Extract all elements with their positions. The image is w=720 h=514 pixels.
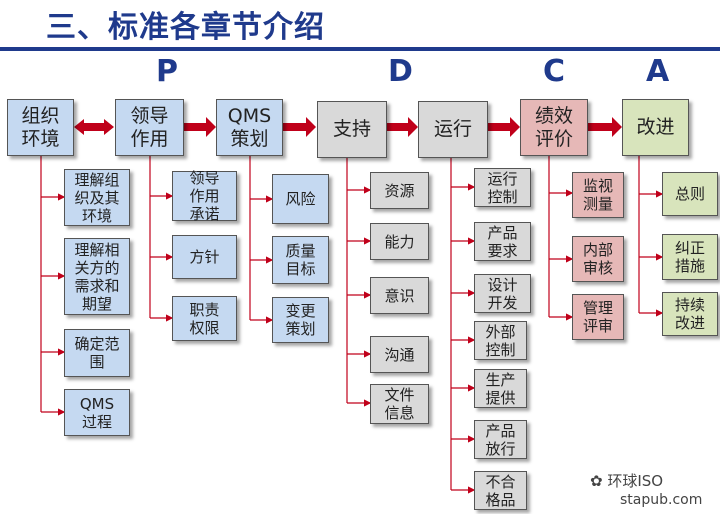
sub-box-improve-1: 总则 bbox=[662, 172, 718, 216]
sub-box-perf-2: 内部 审核 bbox=[572, 236, 624, 282]
watermark-site: stapub.com bbox=[620, 492, 703, 508]
sub-box-lead-2: 方针 bbox=[172, 235, 237, 279]
sub-box-lead-3: 职责 权限 bbox=[172, 296, 237, 341]
sub-box-perf-3: 管理 评审 bbox=[572, 294, 624, 340]
sub-box-support-1: 资源 bbox=[370, 172, 429, 209]
sub-box-ops-3: 设计 开发 bbox=[474, 274, 531, 313]
sub-box-perf-1: 监视 测量 bbox=[572, 172, 624, 218]
arrow-perf-improve bbox=[588, 117, 622, 137]
sub-box-org-1: 理解组 织及其 环境 bbox=[64, 169, 130, 226]
sub-box-support-2: 能力 bbox=[370, 223, 429, 260]
arrow-lead-qms bbox=[184, 117, 216, 137]
arrow-qms-support bbox=[283, 117, 316, 137]
sub-box-ops-6: 产品 放行 bbox=[474, 420, 527, 459]
sub-box-lead-1: 领导 作用 承诺 bbox=[172, 169, 237, 223]
sub-box-org-2: 理解相 关方的 需求和 期望 bbox=[64, 238, 130, 315]
arrow-support-ops bbox=[387, 117, 418, 137]
sub-box-ops-7: 不合 格品 bbox=[474, 471, 527, 510]
page-title: 三、标准各章节介绍 bbox=[46, 10, 325, 45]
sub-box-ops-2: 产品 要求 bbox=[474, 222, 531, 261]
sub-box-qms-2: 质量 目标 bbox=[272, 236, 329, 284]
watermark-name: ✿ 环球ISO bbox=[590, 470, 663, 491]
main-box-improvement: 改进 bbox=[622, 99, 689, 156]
wechat-icon: ✿ bbox=[590, 472, 608, 490]
sub-box-qms-1: 风险 bbox=[272, 174, 329, 224]
sub-box-improve-3: 持续 改进 bbox=[662, 292, 718, 336]
sub-box-qms-3: 变更 策划 bbox=[272, 297, 329, 343]
main-box-qms-planning: QMS 策划 bbox=[216, 99, 283, 156]
sub-box-support-4: 沟通 bbox=[370, 336, 429, 373]
main-box-performance-evaluation: 绩效 评价 bbox=[520, 99, 588, 156]
sub-box-support-3: 意识 bbox=[370, 277, 429, 314]
main-box-leadership: 领导 作用 bbox=[115, 99, 184, 156]
sub-box-ops-1: 运行 控制 bbox=[474, 168, 531, 207]
pdca-label-c: C bbox=[543, 54, 566, 89]
sub-box-ops-5: 生产 提供 bbox=[474, 369, 527, 408]
tree-lines bbox=[40, 156, 664, 494]
sub-box-improve-2: 纠正 措施 bbox=[662, 234, 718, 280]
pdca-label-a: A bbox=[646, 54, 670, 89]
title-underline bbox=[0, 47, 720, 51]
pdca-label-d: D bbox=[388, 54, 413, 89]
arrow-org-lead bbox=[74, 119, 114, 135]
watermark-name-text: 环球ISO bbox=[607, 472, 664, 490]
sub-box-support-5: 文件 信息 bbox=[370, 384, 429, 424]
main-box-operation: 运行 bbox=[418, 101, 488, 158]
sub-box-org-3: 确定范 围 bbox=[64, 329, 130, 377]
pdca-label-p: P bbox=[156, 54, 178, 89]
main-flow-arrows bbox=[74, 117, 622, 137]
sub-box-ops-4: 外部 控制 bbox=[474, 321, 527, 360]
main-box-org-context: 组织 环境 bbox=[7, 99, 74, 156]
arrow-ops-perf bbox=[488, 117, 520, 137]
main-box-support: 支持 bbox=[317, 101, 387, 158]
sub-box-org-4: QMS 过程 bbox=[64, 389, 130, 436]
